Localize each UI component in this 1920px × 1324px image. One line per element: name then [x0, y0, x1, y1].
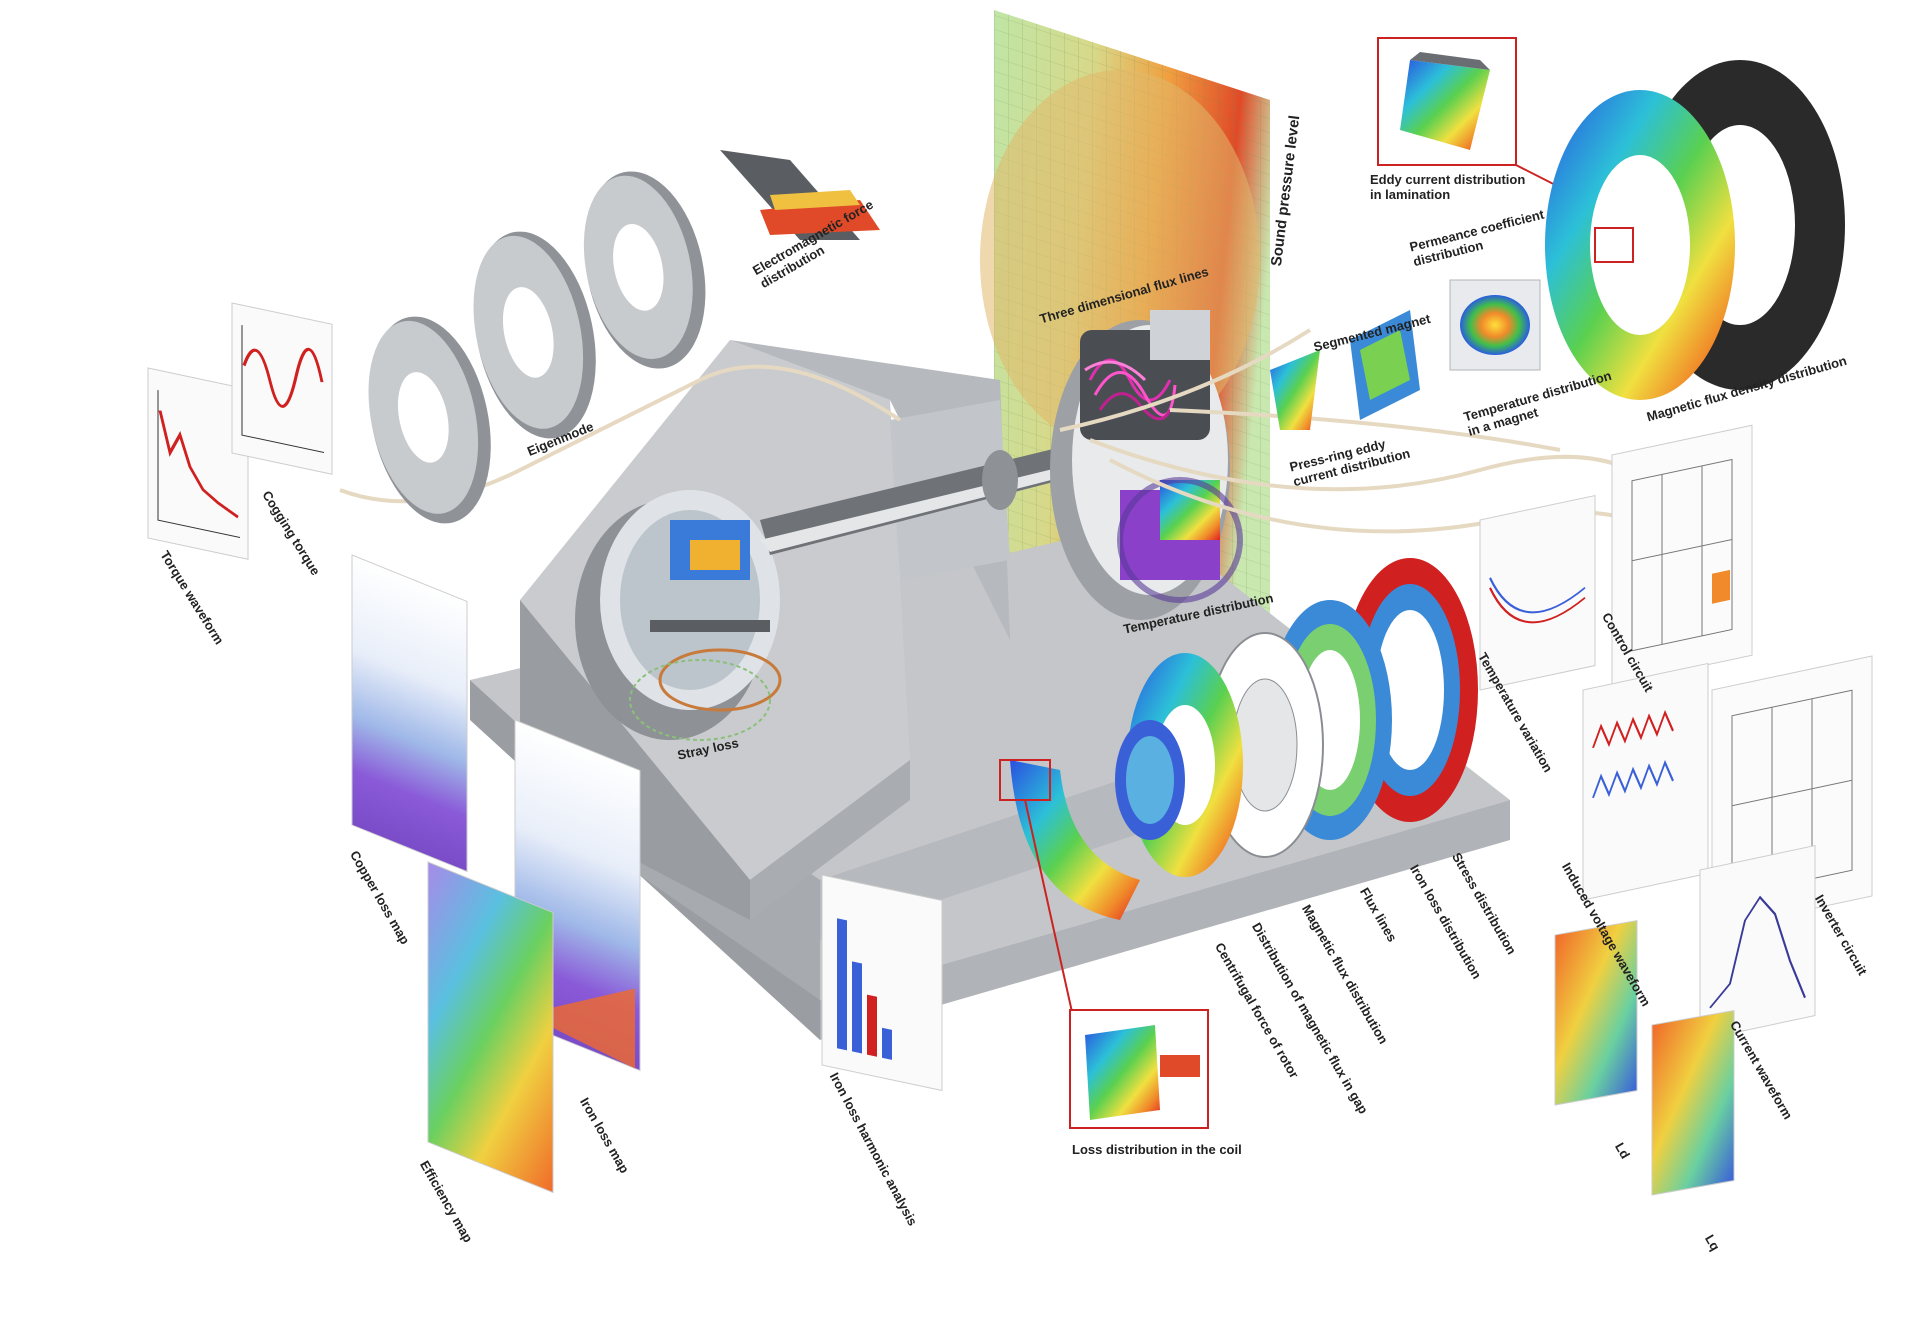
shaft-assembly [760, 400, 1100, 580]
coil-inset-piece [1085, 1025, 1200, 1120]
torque-waveform-panel [147, 367, 249, 560]
label-eddy-lamination: Eddy current distribution in lamination [1370, 172, 1526, 202]
ld-panel [1554, 919, 1638, 1106]
iron-loss-harmonic-panel [821, 874, 943, 1092]
label-loss-coil: Loss distribution in the coil [1072, 1142, 1242, 1157]
eddy-lamination-piece [1400, 52, 1490, 150]
induced-voltage-panel [1582, 662, 1709, 901]
lamination-stack [1115, 558, 1478, 877]
em-force-slab [720, 150, 880, 240]
flux-density-rings [1545, 60, 1845, 400]
lq-panel [1651, 1009, 1735, 1196]
copper-loss-panel [351, 554, 468, 873]
current-waveform-panel [1699, 844, 1816, 1041]
cogging-torque-panel [231, 302, 333, 475]
magnet-pieces [1270, 279, 1541, 430]
eigenmode-laminations [368, 171, 706, 524]
coil-link-line [1024, 799, 1073, 1013]
flux-lines-cluster [1084, 358, 1177, 421]
generator-housing [520, 340, 1010, 920]
efficiency-panel [427, 861, 554, 1194]
temperature-variation-panel [1479, 494, 1596, 691]
